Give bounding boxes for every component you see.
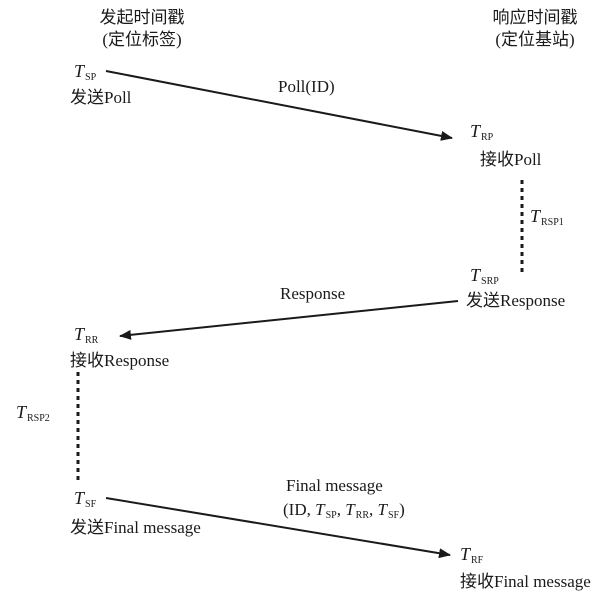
timestamp-t-rsp1: TRSP1	[530, 206, 564, 228]
poll-message-label: Poll(ID)	[278, 77, 335, 96]
timestamp-t-rp: TRP	[470, 121, 494, 143]
receive-final-message-label: 接收Final message	[460, 572, 591, 591]
timestamp-t-sp: TSP	[74, 61, 97, 83]
send-poll-label: 发送Poll	[70, 88, 132, 107]
timestamp-t-srp: TSRP	[470, 265, 499, 287]
final-message-label: Final message	[286, 476, 383, 495]
initiator-header-line1: 发起时间戳	[99, 8, 185, 27]
responder-header-line1: 响应时间戳	[492, 8, 578, 27]
timestamp-t-rr: TRR	[74, 324, 99, 346]
response-message-label: Response	[280, 284, 346, 303]
send-response-label: 发送Response	[466, 291, 566, 310]
poll-arrow	[105, 70, 453, 141]
response-arrow	[119, 300, 459, 340]
timestamp-t-rsp2: TRSP2	[16, 402, 50, 424]
receive-response-label: 接收Response	[70, 351, 170, 370]
timestamp-t-sf: TSF	[74, 488, 97, 510]
send-final-message-label: 发送Final message	[70, 518, 201, 537]
final-message-arrow	[105, 497, 451, 559]
responder-header-line2: (定位基站)	[495, 30, 575, 49]
initiator-header-line2: (定位标签)	[102, 30, 182, 49]
final-message-params: (ID, TSP, TRR, TSF)	[283, 500, 405, 521]
timestamp-t-rf: TRF	[460, 544, 484, 566]
receive-poll-label: 接收Poll	[480, 150, 542, 169]
